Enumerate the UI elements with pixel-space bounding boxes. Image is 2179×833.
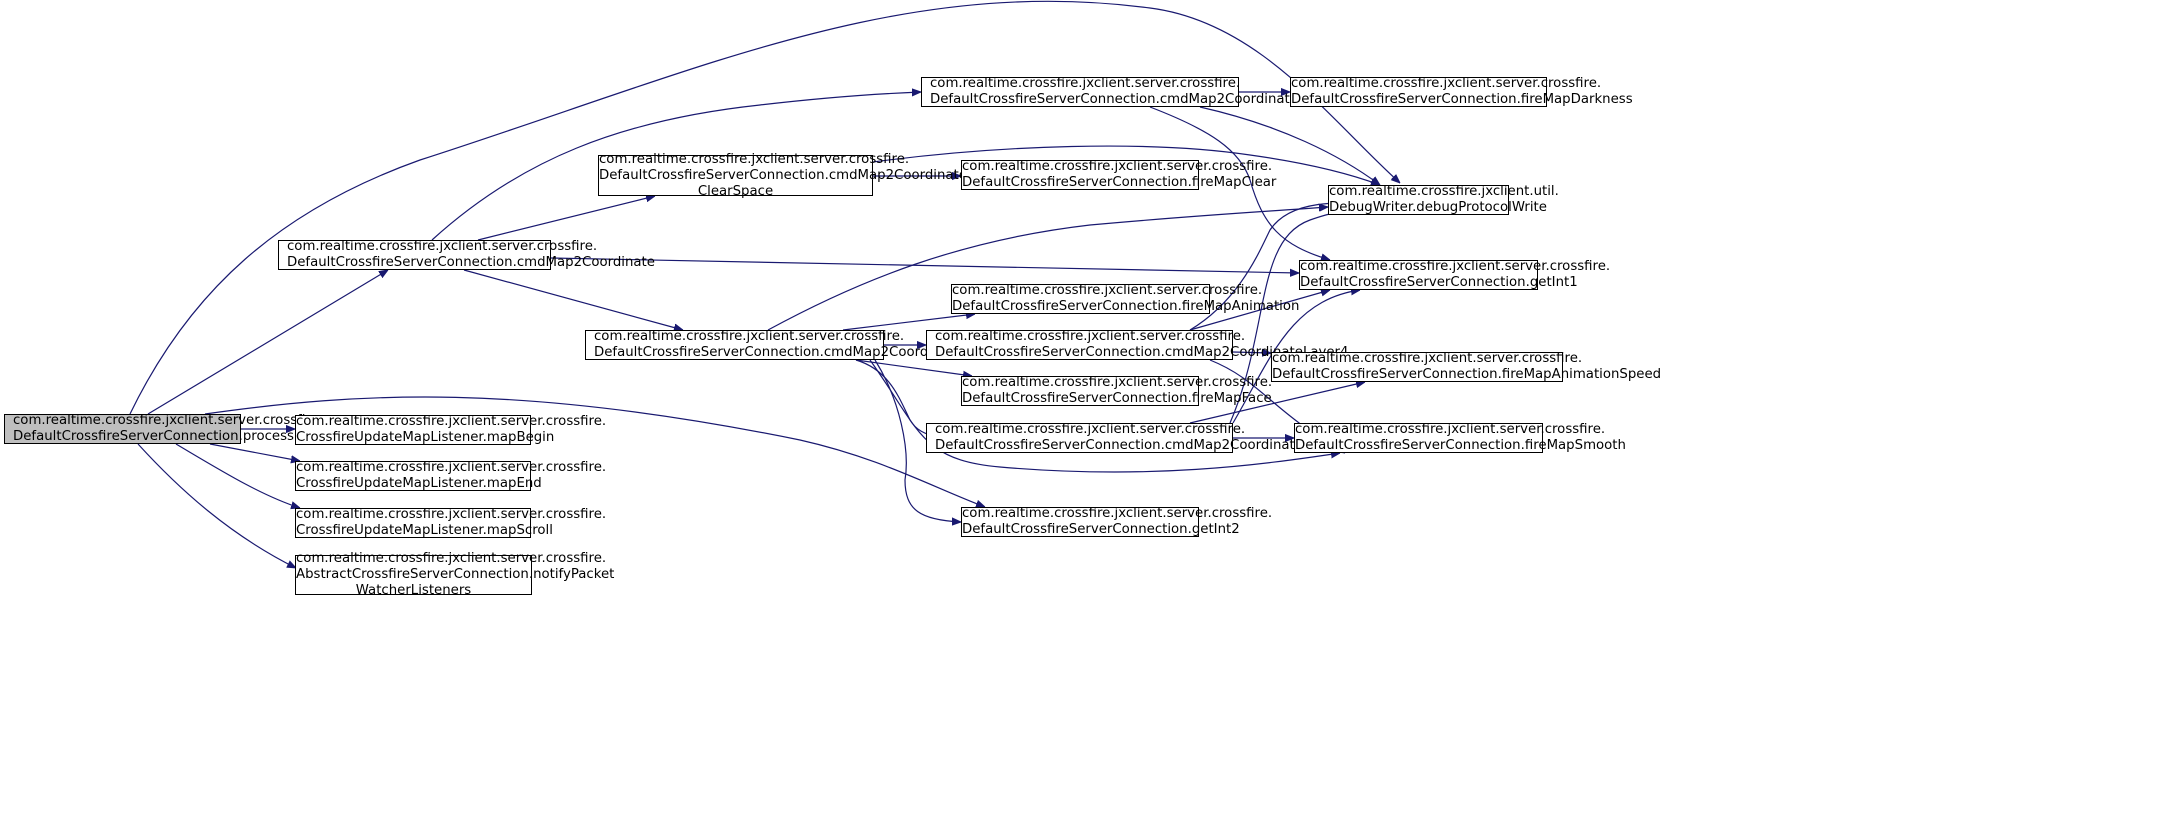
node-mapEnd[interactable]: com.realtime.crossfire.jxclient.server.c… <box>295 460 607 491</box>
edge-processMap2-to-mapScroll <box>175 443 300 508</box>
node-label-line: com.realtime.crossfire.jxclient.util. <box>1329 184 1559 199</box>
node-label-line: WatcherListeners <box>355 583 472 598</box>
node-label-line: com.realtime.crossfire.jxclient.server.c… <box>287 239 598 254</box>
node-fireMapAnimation[interactable]: com.realtime.crossfire.jxclient.server.c… <box>951 283 1300 314</box>
node-label-line: DefaultCrossfireServerConnection.cmdMap2… <box>287 255 655 270</box>
node-label-line: ClearSpace <box>697 183 774 199</box>
node-label-line: com.realtime.crossfire.jxclient.server.c… <box>296 507 607 522</box>
node-label-line: AbstractCrossfireServerConnection.notify… <box>296 567 615 582</box>
node-label-line: com.realtime.crossfire.jxclient.server.c… <box>13 413 324 428</box>
node-label-line: com.realtime.crossfire.jxclient.server.c… <box>962 375 1273 390</box>
node-label-line: DefaultCrossfireServerConnection.getInt2 <box>962 522 1240 537</box>
edge-coordDarkness-to-getInt1 <box>1149 106 1330 260</box>
node-label-line: DefaultCrossfireServerConnection.cmdMap2… <box>594 345 1000 360</box>
node-label-line: com.realtime.crossfire.jxclient.server.c… <box>296 460 607 475</box>
node-label-line: com.realtime.crossfire.jxclient.server.c… <box>962 159 1273 174</box>
node-label-line: DefaultCrossfireServerConnection.fireMap… <box>952 299 1300 314</box>
node-label-line: com.realtime.crossfire.jxclient.server.c… <box>1291 76 1602 91</box>
edge-processMap2-to-getInt2 <box>204 396 985 507</box>
edge-layer4-to-getInt1 <box>1189 290 1330 331</box>
node-label-line: com.realtime.crossfire.jxclient.server.c… <box>296 551 607 566</box>
node-label-line: com.realtime.crossfire.jxclient.server.c… <box>1272 351 1583 366</box>
node-label-line: DefaultCrossfireServerConnection.fireMap… <box>1272 367 1662 382</box>
node-label-line: DefaultCrossfireServerConnection.cmdMap2… <box>935 438 1349 453</box>
edge-processMap2-to-mapEnd <box>209 443 300 461</box>
node-label-line: com.realtime.crossfire.jxclient.server.c… <box>952 283 1263 298</box>
node-label-line: DefaultCrossfireServerConnection.fireMap… <box>1291 92 1633 107</box>
node-cmdMap2Coordinate[interactable]: com.realtime.crossfire.jxclient.server.c… <box>278 239 655 270</box>
node-processMap2[interactable]: com.realtime.crossfire.jxclient.server.c… <box>4 413 331 444</box>
node-fireMapFace[interactable]: com.realtime.crossfire.jxclient.server.c… <box>961 375 1273 406</box>
node-fireMapAnimationSpeed[interactable]: com.realtime.crossfire.jxclient.server.c… <box>1271 351 1662 382</box>
node-label-line: DefaultCrossfireServerConnection.cmdMap2… <box>599 167 967 183</box>
node-cmdMap2CoordinateDarkness[interactable]: com.realtime.crossfire.jxclient.server.c… <box>921 76 1360 107</box>
node-label-line: DefaultCrossfireServerConnection.process… <box>13 429 331 444</box>
node-label-line: DefaultCrossfireServerConnection.fireMap… <box>962 391 1272 406</box>
edge-coordLayer-to-fireMapSmooth <box>869 359 1340 473</box>
node-label-line: CrossfireUpdateMapListener.mapBegin <box>296 430 555 445</box>
node-label-line: DefaultCrossfireServerConnection.cmdMap2… <box>930 92 1360 107</box>
edge-cmdMap2Coordinate-to-coordLayer <box>463 269 683 330</box>
node-fireMapClear[interactable]: com.realtime.crossfire.jxclient.server.c… <box>961 159 1277 190</box>
node-fireMapSmooth[interactable]: com.realtime.crossfire.jxclient.server.c… <box>1294 422 1626 453</box>
node-cmdMap2CoordinateLayer[interactable]: com.realtime.crossfire.jxclient.server.c… <box>585 329 1000 360</box>
edge-coordLayer-to-fireMapAnimation <box>842 314 975 331</box>
edge-cmdMap2Coordinate-to-clearSpace <box>477 196 655 241</box>
node-cmdMap2CoordinateClearSpace[interactable]: com.realtime.crossfire.jxclient.server.c… <box>598 151 967 199</box>
node-label-line: com.realtime.crossfire.jxclient.server.c… <box>594 329 905 344</box>
node-debugProtocolWrite[interactable]: com.realtime.crossfire.jxclient.util.Deb… <box>1328 184 1559 215</box>
node-mapBegin[interactable]: com.realtime.crossfire.jxclient.server.c… <box>295 414 607 445</box>
node-getInt2[interactable]: com.realtime.crossfire.jxclient.server.c… <box>961 506 1273 537</box>
node-cmdMap2CoordinateLayer4[interactable]: com.realtime.crossfire.jxclient.server.c… <box>926 329 1349 360</box>
edge-layer3-to-getInt1 <box>1232 290 1360 424</box>
edge-clearSpace-to-debugWrite <box>872 145 1380 185</box>
edge-processMap2-to-cmdMap2Coordinate <box>147 270 388 415</box>
node-label-line: com.realtime.crossfire.jxclient.server.c… <box>930 76 1241 91</box>
edge-coordDarkness-to-debugWrite <box>1199 106 1380 185</box>
node-label-line: com.realtime.crossfire.jxclient.server.c… <box>1295 422 1606 437</box>
node-notifyPacketWatcherListeners[interactable]: com.realtime.crossfire.jxclient.server.c… <box>295 551 615 598</box>
edge-cmdMap2Coordinate-to-coordDarkness <box>431 92 921 241</box>
node-label-line: com.realtime.crossfire.jxclient.server.c… <box>935 329 1246 344</box>
node-label-line: DefaultCrossfireServerConnection.cmdMap2… <box>935 345 1349 360</box>
node-label-line: DefaultCrossfireServerConnection.getInt1 <box>1300 275 1578 290</box>
node-label-line: com.realtime.crossfire.jxclient.server.c… <box>962 506 1273 521</box>
node-label-line: com.realtime.crossfire.jxclient.server.c… <box>599 151 910 167</box>
node-label-line: com.realtime.crossfire.jxclient.server.c… <box>935 422 1246 437</box>
edge-coordLayer-to-getInt2 <box>874 359 961 522</box>
node-label-line: CrossfireUpdateMapListener.mapEnd <box>296 476 542 491</box>
node-cmdMap2CoordinateLayer3[interactable]: com.realtime.crossfire.jxclient.server.c… <box>926 422 1349 453</box>
edge-processMap2-to-debugWrite <box>129 0 1400 415</box>
node-label-line: com.realtime.crossfire.jxclient.server.c… <box>1300 259 1611 274</box>
edge-coordLayer-to-fireMapFace <box>855 359 972 376</box>
node-mapScroll[interactable]: com.realtime.crossfire.jxclient.server.c… <box>295 507 607 538</box>
edge-processMap2-to-notifyPacket <box>137 443 296 568</box>
edge-layer3-to-fireMapAnimSpeed <box>1189 382 1365 424</box>
node-label-line: DefaultCrossfireServerConnection.fireMap… <box>1295 438 1626 453</box>
edge-cmdMap2Coordinate-to-getInt1 <box>550 257 1299 273</box>
node-getInt1[interactable]: com.realtime.crossfire.jxclient.server.c… <box>1299 259 1611 290</box>
node-label-line: com.realtime.crossfire.jxclient.server.c… <box>296 414 607 429</box>
edge-coordLayer-to-debugWrite <box>767 207 1328 331</box>
node-label-line: DebugWriter.debugProtocolWrite <box>1329 200 1547 215</box>
node-label-line: CrossfireUpdateMapListener.mapScroll <box>296 523 553 538</box>
node-fireMapDarkness[interactable]: com.realtime.crossfire.jxclient.server.c… <box>1290 76 1633 107</box>
node-label-line: DefaultCrossfireServerConnection.fireMap… <box>962 175 1277 190</box>
